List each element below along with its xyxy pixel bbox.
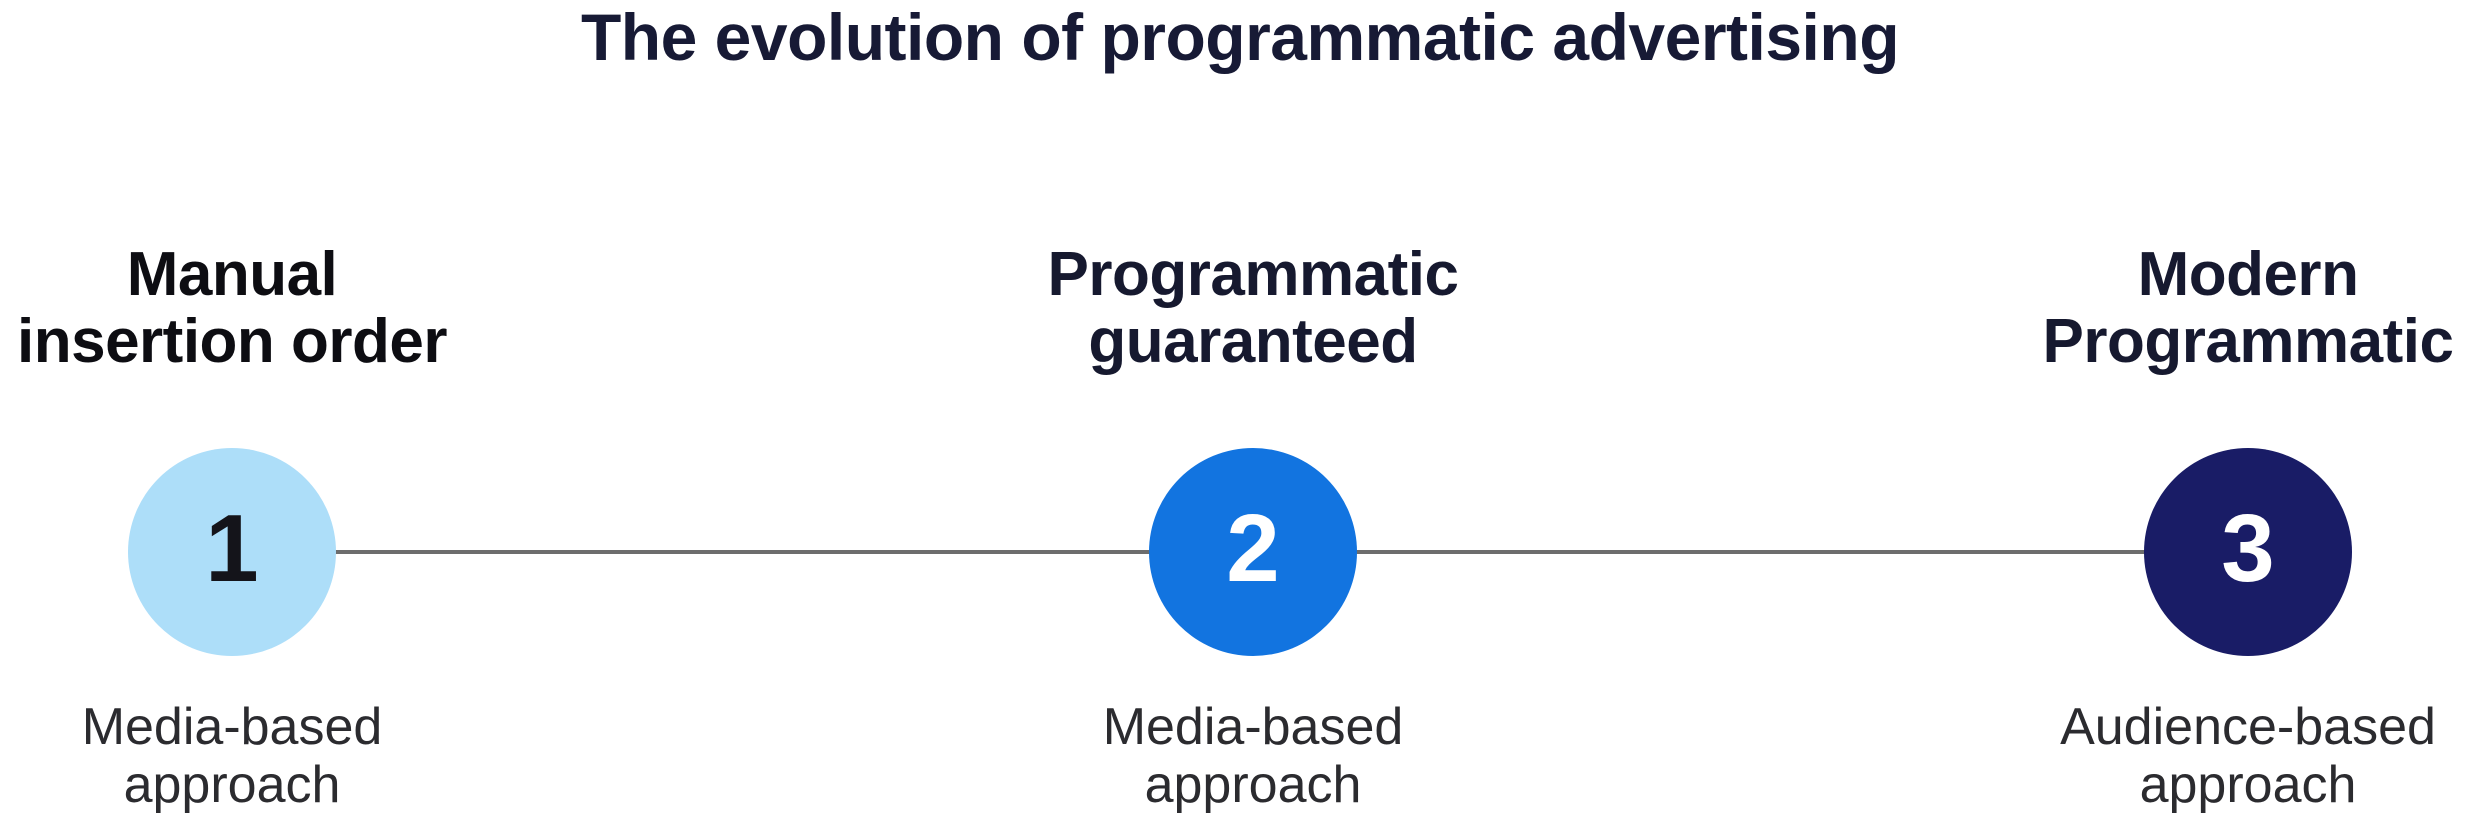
timeline-node-3-caption: Audience-based approach bbox=[1968, 698, 2480, 814]
timeline-node-2-label: Programmatic guaranteed bbox=[973, 240, 1533, 376]
timeline-node-3-label: Modern Programmatic bbox=[1968, 240, 2480, 376]
timeline-node-3-label-line1: Modern bbox=[2137, 240, 2359, 309]
timeline-node-2-label-line1: Programmatic bbox=[1047, 240, 1459, 309]
timeline-node-3-caption-line2: approach bbox=[2139, 756, 2357, 815]
timeline-node-3-caption-line1: Audience-based bbox=[2060, 698, 2436, 756]
timeline-node-2-label-line2: guaranteed bbox=[1088, 306, 1418, 376]
timeline-node-1-caption-line1: Media-based bbox=[81, 698, 383, 756]
timeline-node-1: Manual insertion order 1 Media-based app… bbox=[0, 0, 512, 818]
timeline-node-3: Modern Programmatic 3 Audience-based app… bbox=[1968, 0, 2480, 818]
timeline-node-1-caption: Media-based approach bbox=[0, 698, 512, 814]
timeline-node-2-caption-line2: approach bbox=[1144, 756, 1362, 815]
timeline-node-1-number: 1 bbox=[205, 495, 259, 602]
timeline-node-2-circle: 2 bbox=[1149, 448, 1357, 656]
timeline-node-2-caption-line1: Media-based bbox=[1102, 698, 1404, 756]
timeline-node-1-label-line2: insertion order bbox=[16, 306, 448, 376]
page-title: The evolution of programmatic advertisin… bbox=[580, 0, 1900, 74]
timeline-node-3-number: 3 bbox=[2221, 495, 2275, 602]
timeline-node-1-label-line1: Manual bbox=[126, 240, 338, 309]
timeline-node-3-circle: 3 bbox=[2144, 448, 2352, 656]
timeline-node-2-caption: Media-based approach bbox=[973, 698, 1533, 814]
timeline-connector-segment-2 bbox=[1356, 550, 2146, 554]
timeline-node-2: Programmatic guaranteed 2 Media-based ap… bbox=[973, 0, 1533, 818]
timeline-node-1-circle: 1 bbox=[128, 448, 336, 656]
timeline-connector-segment-1 bbox=[334, 550, 1152, 554]
timeline-node-2-number: 2 bbox=[1226, 495, 1280, 602]
timeline-node-1-caption-line2: approach bbox=[123, 756, 341, 815]
timeline-node-1-label: Manual insertion order bbox=[0, 240, 512, 376]
timeline-node-3-label-line2: Programmatic bbox=[2042, 306, 2454, 376]
